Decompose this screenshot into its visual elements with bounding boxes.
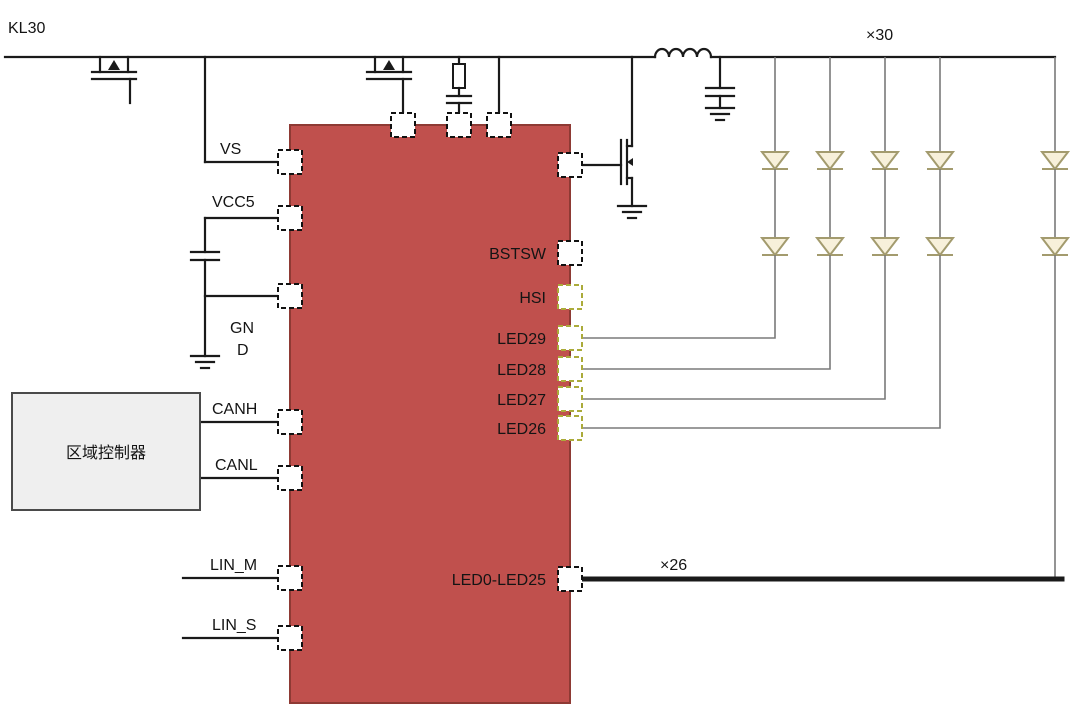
- pin-lin-s: [277, 625, 303, 651]
- led-driver-ic: [289, 124, 571, 704]
- zone-controller-label: 区域控制器: [66, 444, 146, 462]
- led28-label: LED28: [497, 362, 546, 379]
- pin-top-2: [446, 112, 472, 138]
- pin-gnd: [277, 283, 303, 309]
- vcc5-decoupling: [189, 216, 280, 370]
- supply-label: KL30: [8, 20, 45, 37]
- ic-pins: [277, 112, 583, 651]
- canl-label: CANL: [215, 457, 258, 474]
- led-icon: [871, 237, 899, 256]
- rc-filter-branch: [445, 55, 473, 115]
- inductor-icon: [653, 47, 713, 59]
- vs-label: VS: [220, 141, 241, 158]
- led-count-bus-label: ×26: [660, 557, 687, 574]
- hsi-label: HSI: [519, 290, 546, 307]
- pin-hsi: [557, 284, 583, 310]
- pin-canl: [277, 465, 303, 491]
- pin-top-1: [390, 112, 416, 138]
- pin-led27: [557, 386, 583, 412]
- pin-led0-25: [557, 566, 583, 592]
- led-count-top-label: ×30: [866, 27, 893, 44]
- led27-return-wire: [582, 255, 886, 400]
- canh-label: CANH: [212, 401, 257, 418]
- output-capacitor-icon: [704, 55, 736, 122]
- led-icon: [1041, 237, 1069, 256]
- reverse-battery-mosfet-icon: [90, 55, 138, 105]
- led28-return-wire: [582, 255, 831, 370]
- boost-mosfet-icon: [580, 55, 648, 220]
- led-array: [582, 57, 1069, 579]
- led-icon: [816, 237, 844, 256]
- ground-icon: [189, 354, 221, 370]
- led-icon: [816, 151, 844, 170]
- zone-controller-box: [11, 392, 201, 511]
- led-icon: [761, 237, 789, 256]
- ground-icon: [616, 204, 648, 220]
- pin-gate-drive: [557, 152, 583, 178]
- led26-return-wire: [582, 255, 941, 429]
- pin-vs: [277, 149, 303, 175]
- led29-label: LED29: [497, 331, 546, 348]
- led29-return-wire: [582, 255, 776, 339]
- pin-led26: [557, 415, 583, 441]
- led-icon: [1041, 151, 1069, 170]
- gnd-label-line2: D: [237, 342, 249, 359]
- pin-led29: [557, 325, 583, 351]
- pin-led28: [557, 356, 583, 382]
- pin-bstsw: [557, 240, 583, 266]
- led-icon: [926, 151, 954, 170]
- lin-m-label: LIN_M: [210, 557, 257, 574]
- pin-canh: [277, 409, 303, 435]
- pin-lin-m: [277, 565, 303, 591]
- lin-s-label: LIN_S: [212, 617, 256, 634]
- led-icon: [761, 151, 789, 170]
- high-side-mosfet-icon: [365, 55, 413, 115]
- bstsw-label: BSTSW: [489, 246, 547, 263]
- gnd-label-line1: GN: [230, 320, 254, 337]
- led-icon: [926, 237, 954, 256]
- ground-icon: [704, 106, 736, 122]
- led26-label: LED26: [497, 421, 546, 438]
- led27-label: LED27: [497, 392, 546, 409]
- vcc5-label: VCC5: [212, 194, 255, 211]
- pin-vcc5: [277, 205, 303, 231]
- led0-25-label: LED0-LED25: [452, 572, 546, 589]
- pin-top-3: [486, 112, 512, 138]
- led-icon: [871, 151, 899, 170]
- vs-wire: [203, 55, 280, 164]
- resistor-icon: [452, 63, 466, 89]
